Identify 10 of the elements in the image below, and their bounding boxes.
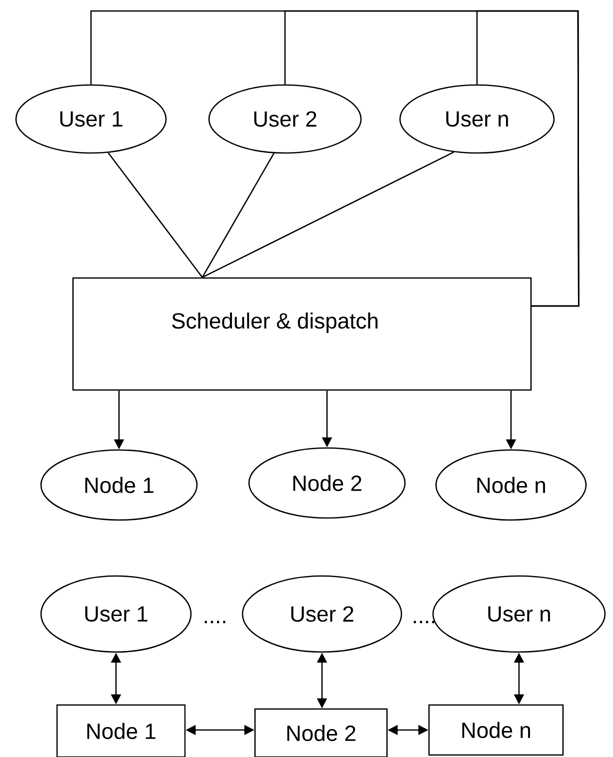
node-box: Node n (428, 704, 564, 756)
connector (108, 152, 203, 278)
ellipsis-dots: .... (414, 620, 434, 624)
ellipsis-dots: .... (204, 620, 226, 624)
connector (202, 152, 274, 278)
connector (202, 152, 454, 278)
node-box: Node 1 (56, 704, 186, 757)
connector (476, 10, 580, 307)
node-box: Node 2 (254, 708, 388, 757)
scheduler-box: Scheduler & dispatch (72, 277, 532, 391)
